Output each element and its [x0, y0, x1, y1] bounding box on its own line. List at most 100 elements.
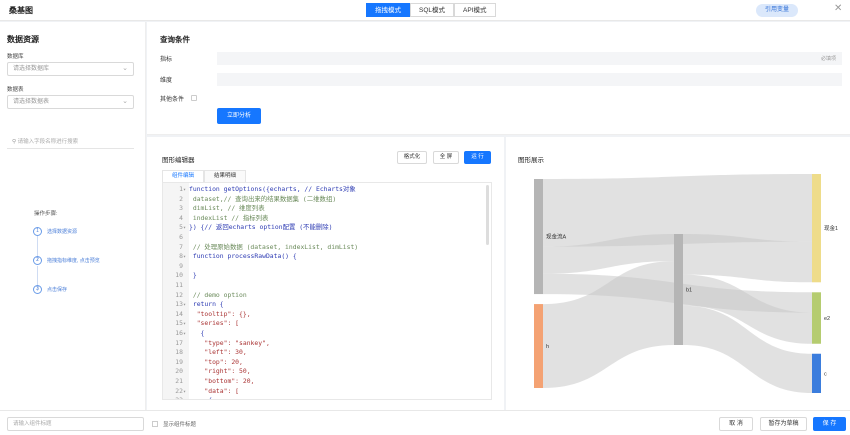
step-number: 1 — [33, 227, 42, 236]
fold-icon[interactable]: ▾ — [183, 254, 187, 261]
sankey-node-label: 现金流A — [546, 233, 567, 241]
fold-icon[interactable]: ▾ — [183, 321, 187, 328]
step-2: 2 拖拽指标维度, 点击预览 — [33, 256, 100, 265]
code-line: 6 — [163, 233, 491, 243]
sankey-link[interactable] — [683, 233, 812, 283]
step-connector — [37, 236, 38, 261]
fold-icon[interactable]: ▾ — [183, 187, 187, 193]
sankey-node[interactable] — [534, 304, 543, 388]
fold-icon[interactable]: ▾ — [183, 397, 189, 399]
tab-component-edit[interactable]: 组件编辑 — [162, 170, 205, 182]
table-label: 数据表 — [7, 87, 24, 93]
code-text: dataset,// 查询出来的结果数据集 (二维数组) — [189, 194, 337, 203]
metric-label: 指标 — [160, 57, 173, 63]
code-line: 10 } — [163, 271, 491, 281]
tab-drag-mode[interactable]: 拖拽模式 — [366, 3, 410, 17]
fullscreen-button[interactable]: 全 屏 — [433, 151, 459, 164]
step-connector — [37, 266, 38, 291]
line-number: 14 — [175, 309, 183, 318]
tab-result-detail[interactable]: 结果明细 — [204, 170, 247, 182]
sankey-node[interactable] — [674, 233, 683, 346]
sankey-link[interactable] — [543, 174, 812, 247]
editor-scrollbar[interactable] — [486, 185, 489, 245]
line-number: 4 — [179, 213, 183, 222]
editor-heading: 图形编辑器 — [162, 157, 195, 164]
format-button[interactable]: 格式化 — [397, 151, 427, 164]
cancel-button[interactable]: 取 消 — [719, 417, 753, 431]
analyze-button[interactable]: 立即分析 — [217, 108, 261, 124]
metric-drop-zone[interactable]: 必填项 — [217, 52, 842, 65]
code-text: { — [189, 396, 212, 399]
code-line: 21 "bottom": 20, — [163, 377, 491, 387]
line-number: 8 — [179, 252, 183, 261]
code-line: 13▾ return { — [163, 300, 491, 310]
save-draft-button[interactable]: 暂存为草稿 — [760, 417, 807, 431]
fold-icon[interactable]: ▾ — [183, 225, 187, 232]
line-number: 21 — [175, 377, 183, 385]
tab-api-mode[interactable]: API模式 — [454, 3, 496, 17]
code-line: 3 dimList, // 维度列表 — [163, 204, 491, 214]
line-number: 6 — [179, 233, 183, 241]
step-label: 拖拽指标维度, 点击预览 — [47, 258, 100, 264]
database-label: 数据库 — [7, 54, 24, 60]
tab-sql-mode[interactable]: SQL模式 — [410, 3, 455, 17]
save-button[interactable]: 保 存 — [813, 417, 846, 431]
code-text: function processRawData() { — [189, 252, 297, 261]
fold-icon[interactable]: ▾ — [183, 302, 187, 309]
run-button[interactable]: 运 行 — [464, 151, 491, 164]
code-line: 9 — [163, 261, 491, 272]
code-text: "right": 50, — [189, 367, 251, 376]
code-editor[interactable]: 1▾function getOptions({echarts, // Echar… — [162, 182, 492, 400]
show-title-checkbox[interactable] — [152, 421, 158, 427]
fold-icon[interactable]: ▾ — [183, 388, 187, 395]
sankey-link[interactable] — [543, 233, 674, 274]
code-text: { — [189, 329, 205, 337]
query-heading: 查询条件 — [160, 35, 190, 44]
step-number: 2 — [33, 256, 42, 265]
code-text: "left": 30, — [189, 348, 247, 357]
line-number: 19 — [175, 357, 183, 366]
sankey-link[interactable] — [543, 261, 674, 388]
line-number: 9 — [179, 261, 183, 270]
reference-variable-button[interactable]: 引用变量 — [756, 4, 799, 17]
other-conditions-checkbox[interactable] — [191, 95, 197, 101]
step-label: 点击保存 — [47, 287, 68, 293]
database-select[interactable]: 请选择数据库 ⌄ — [7, 62, 134, 76]
mode-switch: 拖拽模式 SQL模式 API模式 — [366, 3, 496, 17]
sankey-link[interactable] — [683, 305, 812, 393]
sankey-node[interactable] — [812, 353, 821, 393]
line-number: 18 — [175, 348, 183, 357]
chevron-down-icon: ⌄ — [122, 65, 128, 72]
close-icon[interactable]: ✕ — [834, 3, 843, 14]
line-gutter — [163, 183, 189, 399]
chevron-down-icon: ⌄ — [122, 98, 128, 105]
sankey-node[interactable] — [812, 174, 821, 283]
line-number: 23 — [163, 396, 183, 399]
other-conditions-label: 其他条件 — [160, 97, 185, 103]
database-select-placeholder: 请选择数据库 — [13, 66, 50, 72]
sankey-node[interactable] — [812, 292, 821, 344]
line-number: 10 — [175, 271, 183, 280]
sankey-node[interactable] — [534, 179, 543, 295]
code-text: return { — [189, 300, 224, 309]
query-panel: 查询条件 指标 必填项 维度 其他条件 立即分析 — [147, 22, 850, 135]
code-text: "bottom": 20, — [189, 377, 255, 385]
code-line: 20 "right": 50, — [163, 367, 491, 377]
sankey-link[interactable] — [683, 274, 812, 344]
line-number: 5 — [179, 223, 183, 232]
code-line: 16▾ { — [163, 329, 491, 339]
line-number: 11 — [175, 281, 183, 289]
line-number: 15 — [175, 319, 183, 328]
table-select[interactable]: 请选择数据表 ⌄ — [7, 95, 134, 109]
component-title-input[interactable]: 请输入组件标题 — [7, 417, 144, 431]
code-line: 7 // 处理原始数据 (dataset, indexList, dimList… — [163, 243, 491, 253]
dimension-drop-zone[interactable] — [217, 73, 842, 86]
code-text: } — [189, 271, 197, 280]
code-line: 11 — [163, 281, 491, 291]
fold-icon[interactable]: ▾ — [183, 331, 187, 337]
field-search-input[interactable]: ⚲ 请输入字段名称进行搜索 — [7, 136, 134, 149]
footer-bar: 请输入组件标题 显示组件标题 取 消 暂存为草稿 保 存 — [0, 410, 850, 435]
code-text: "type": "sankey", — [189, 338, 270, 347]
metric-required-hint: 必填项 — [820, 56, 836, 62]
